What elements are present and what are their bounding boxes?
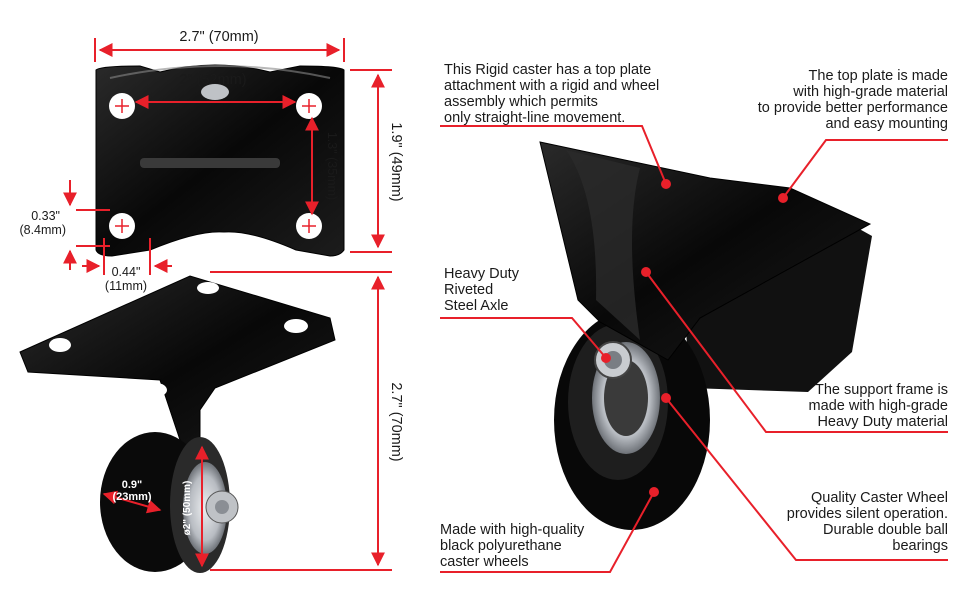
hole-offset-x-mm: (11mm)	[105, 279, 147, 293]
callout-leaders	[440, 125, 948, 573]
svg-text:black polyurethane: black polyurethane	[440, 538, 562, 554]
callout-top-plate: The top plate is made with high-grade ma…	[758, 68, 948, 132]
hole-offset-y-in: 0.33"	[31, 209, 60, 223]
callout-dots	[601, 179, 788, 497]
svg-text:assembly which permits: assembly which permits	[444, 94, 598, 110]
callout-support-frame: The support frame is made with high-grad…	[809, 382, 948, 430]
callout-caster-wheel: Quality Caster Wheel provides silent ope…	[787, 490, 948, 554]
svg-text:Made with high-quality: Made with high-quality	[440, 522, 585, 538]
svg-text:Heavy Duty material: Heavy Duty material	[817, 414, 948, 430]
svg-text:and easy mounting: and easy mounting	[825, 116, 948, 132]
callout-axle: Heavy Duty Riveted Steel Axle	[444, 266, 520, 314]
plate-height-label: 1.9" (49mm)	[388, 122, 404, 201]
callout-rigid-caster: This Rigid caster has a top plate attach…	[444, 62, 659, 126]
svg-text:Heavy Duty: Heavy Duty	[444, 266, 520, 282]
plate-width-label: 2.7" (70mm)	[179, 29, 258, 45]
svg-text:to provide better performance: to provide better performance	[758, 100, 948, 116]
svg-text:Quality Caster Wheel: Quality Caster Wheel	[811, 490, 948, 506]
hole-offset-y-mm: (8.4mm)	[19, 223, 66, 237]
svg-text:caster wheels: caster wheels	[440, 554, 529, 570]
svg-text:bearings: bearings	[892, 538, 948, 554]
svg-text:provides silent operation.: provides silent operation.	[787, 506, 948, 522]
overall-height-label: 2.7" (70mm)	[388, 382, 404, 461]
top-plate-drawing	[95, 64, 345, 257]
wheel-width-in: 0.9"	[122, 479, 143, 491]
hole-spacing-width-label: 2" (52mm)	[179, 72, 246, 88]
hole-offset-x-in: 0.44"	[112, 265, 141, 279]
caster-side-view	[19, 275, 336, 573]
svg-text:attachment with a rigid and wh: attachment with a rigid and wheel	[444, 78, 659, 94]
wheel-diameter-label: ø2" (50mm)	[182, 481, 193, 536]
hole-spacing-height-label: 1.3" (35mm)	[325, 132, 339, 200]
wheel-width-mm: (23mm)	[112, 491, 151, 503]
caster-perspective-view	[539, 141, 872, 530]
svg-text:The top plate is made: The top plate is made	[809, 68, 948, 84]
side-dimension-lines	[102, 271, 392, 571]
callout-polyurethane: Made with high-quality black polyurethan…	[440, 522, 585, 570]
svg-text:Steel Axle: Steel Axle	[444, 298, 509, 314]
plate-dimension-lines	[63, 38, 392, 275]
svg-text:Riveted: Riveted	[444, 282, 493, 298]
svg-text:This Rigid caster has a top pl: This Rigid caster has a top plate	[444, 62, 651, 78]
svg-text:only straight-line movement.: only straight-line movement.	[444, 110, 625, 126]
svg-text:made with high-grade: made with high-grade	[809, 398, 948, 414]
svg-text:The support frame is: The support frame is	[815, 382, 948, 398]
svg-text:with high-grade material: with high-grade material	[792, 84, 948, 100]
svg-text:Durable double ball: Durable double ball	[823, 522, 948, 538]
